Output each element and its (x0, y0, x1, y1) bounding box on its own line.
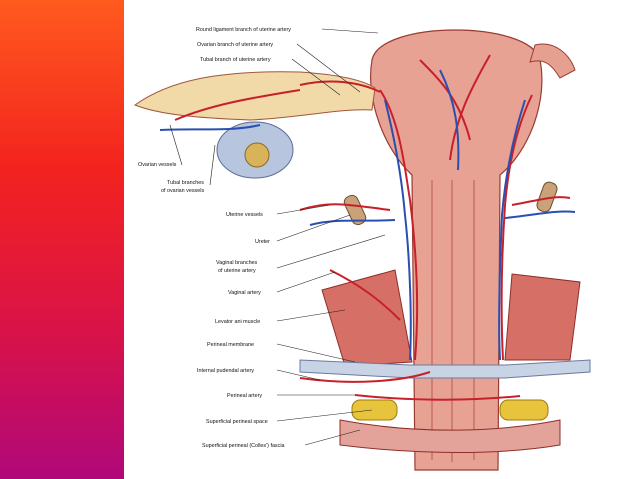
superficial-fat-left (351, 399, 398, 421)
label-ovarian-vessels: Ovarian vessels (138, 162, 177, 168)
leader-lines (169, 28, 386, 446)
superficial-fat-right (499, 399, 549, 421)
label-perineal-artery: Perineal artery (227, 393, 262, 399)
label-uterine-vessels: Uterine vessels (226, 212, 263, 218)
follicle (244, 142, 270, 168)
levator-ani-right (504, 273, 581, 361)
label-internal-pudendal: Internal pudendal artery (197, 368, 254, 374)
uterine-tube (133, 71, 376, 121)
label-tubal-branch: Tubal branch of uterine artery (200, 57, 271, 63)
label-levator-ani: Levator ani muscle (215, 319, 260, 325)
uterus-body (370, 29, 543, 471)
label-tubal-branches-2: of ovarian vessels (161, 188, 204, 194)
label-colles-fascia: Superficial perineal (Colles') fascia (202, 443, 285, 449)
label-tubal-branches-1: Tubal branches (167, 180, 204, 186)
label-ureter: Ureter (255, 239, 270, 245)
levator-ani-left (321, 269, 413, 367)
ureter-right (536, 181, 558, 213)
arteries (174, 54, 571, 401)
label-ovarian-branch: Ovarian branch of uterine artery (197, 42, 273, 48)
label-superficial-space: Superficial perineal space (206, 419, 268, 425)
decorative-gradient-sidebar (0, 0, 124, 479)
label-vaginal-branches-1: Vaginal branches (216, 260, 258, 266)
veins (159, 69, 576, 361)
label-vaginal-branches-2: of uterine artery (218, 268, 256, 274)
label-round-ligament: Round ligament branch of uterine artery (196, 27, 291, 33)
label-perineal-membrane: Perineal membrane (207, 342, 254, 348)
label-vaginal-artery: Vaginal artery (228, 290, 261, 296)
